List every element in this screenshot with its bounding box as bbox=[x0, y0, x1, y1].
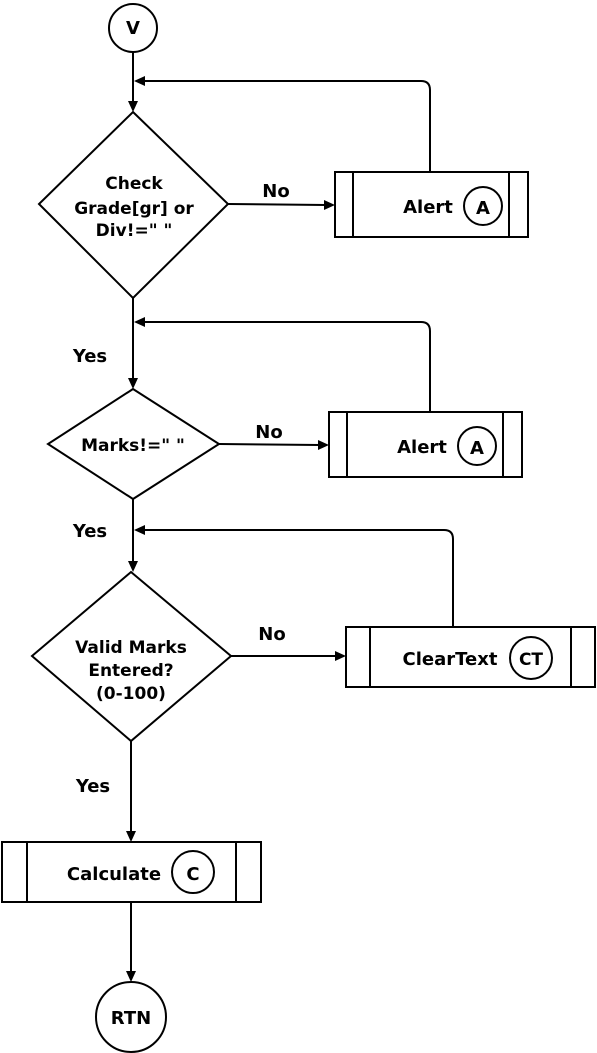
end-label: RTN bbox=[111, 1008, 151, 1029]
arrowhead bbox=[134, 525, 145, 535]
arrowhead bbox=[126, 971, 136, 982]
arrowhead bbox=[134, 317, 145, 327]
arrowhead bbox=[128, 378, 138, 389]
connector-label: CT bbox=[519, 650, 543, 670]
edge-label-no: No bbox=[262, 181, 289, 202]
decision-marks: Marks!=" " bbox=[46, 387, 221, 501]
edge-label-no: No bbox=[255, 422, 282, 443]
decision-label-line: (0-100) bbox=[96, 684, 166, 704]
arrowhead bbox=[324, 200, 335, 210]
decision-check-grade: Check Grade[gr] or Div!=" " bbox=[37, 110, 230, 300]
decision-label-line: Grade[gr] or bbox=[74, 199, 194, 219]
start-label: V bbox=[126, 18, 140, 39]
decision-label: Marks!=" " bbox=[81, 436, 185, 456]
process-label: Calculate bbox=[67, 864, 161, 885]
process-label: Alert bbox=[403, 197, 453, 218]
arrowhead bbox=[128, 561, 138, 572]
connector-circle bbox=[463, 186, 503, 226]
process-cleartext: ClearText CT bbox=[345, 626, 596, 688]
edge-label-yes: Yes bbox=[72, 521, 107, 542]
connector-circle bbox=[509, 636, 553, 680]
edge-marks-no bbox=[218, 443, 321, 446]
arrowhead bbox=[335, 651, 346, 661]
connector-label: A bbox=[470, 438, 484, 459]
process-calculate: Calculate C bbox=[1, 841, 262, 903]
process-label: Alert bbox=[397, 437, 447, 458]
arrowhead bbox=[128, 101, 138, 112]
end-node: RTN bbox=[95, 981, 167, 1053]
edge-label-yes: Yes bbox=[72, 346, 107, 367]
decision-valid-marks: Valid Marks Entered? (0-100) bbox=[30, 570, 233, 743]
connector-label: C bbox=[186, 864, 199, 885]
edges bbox=[126, 52, 454, 982]
process-label: ClearText bbox=[403, 649, 498, 670]
start-node: V bbox=[108, 3, 158, 53]
decision-label-line: Div!=" " bbox=[96, 221, 173, 241]
edge-label-yes: Yes bbox=[75, 776, 110, 797]
decision-label-line: Entered? bbox=[88, 661, 173, 681]
arrowhead bbox=[134, 76, 145, 86]
connector-circle bbox=[457, 426, 497, 466]
process-alert: Alert A bbox=[328, 411, 523, 478]
edge-cleartext-loop bbox=[143, 529, 454, 627]
arrowhead bbox=[318, 440, 329, 450]
process-alert: Alert A bbox=[334, 171, 529, 238]
connector-label: A bbox=[476, 198, 490, 219]
edge-alert2-loop bbox=[143, 321, 431, 412]
arrowhead bbox=[126, 831, 136, 842]
decision-label-line: Check bbox=[105, 174, 163, 194]
decision-label-line: Valid Marks bbox=[75, 638, 187, 658]
connector-circle bbox=[171, 850, 215, 894]
edge-check-no bbox=[227, 203, 327, 206]
edge-alert1-loop bbox=[143, 80, 431, 172]
edge-label-no: No bbox=[258, 624, 285, 645]
